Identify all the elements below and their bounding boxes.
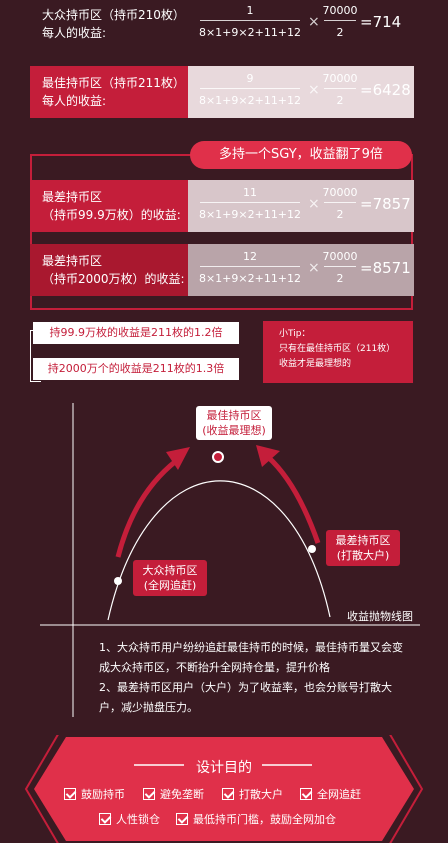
worst-point — [308, 545, 316, 553]
denominator: 2 — [336, 26, 344, 39]
tip-line: 只有在最佳持币区（211枚） — [279, 344, 396, 354]
result: =6428 — [360, 81, 411, 99]
formula: 1 8×1+9×2+11+12 × 70000 2 =714 — [188, 0, 414, 50]
multiplier-banner: 多持一个SGY，收益翻了9倍 — [190, 141, 412, 169]
mass-point — [114, 577, 122, 585]
worst-label-line2: (打散大户) — [336, 549, 390, 562]
panel-outline — [24, 735, 424, 843]
design-title: 设计目的 — [196, 760, 252, 776]
row-label-line1: 最佳持币区（持币211枚） — [42, 76, 185, 90]
goal-label: 打散大户 — [239, 788, 283, 801]
goal-label: 最低持币门槛，鼓励全网加仓 — [193, 813, 336, 826]
numerator: 1 — [246, 4, 254, 17]
denominator: 8×1+9×2+11+12 — [198, 272, 302, 285]
result: =714 — [360, 13, 402, 31]
formula: 9 8×1+9×2+11+12 × 70000 2 =6428 — [188, 66, 414, 118]
goal-label: 避免垄断 — [160, 788, 204, 801]
explain-line: 成大众持币区，不断抬升全网持仓量，提升价格 — [99, 661, 330, 674]
row-label-line2: （持币2000万枚）的收益: — [42, 272, 185, 286]
profit-curve-diagram — [40, 403, 420, 717]
check-icon — [176, 813, 188, 825]
goal-item: 全网追赶 — [300, 786, 361, 802]
row-mass: 大众持币区（持币210枚） 每人的收益: 1 8×1+9×2+11+12 × 70… — [30, 0, 414, 50]
numerator: 70000 — [322, 72, 358, 85]
denominator: 8×1+9×2+11+12 — [198, 26, 302, 39]
explanation: 1、大众持币用户纷纷追赶最佳持币的时候，最佳持币量又会变 成大众持币区，不断抬升… — [99, 638, 419, 718]
right-arrow — [266, 455, 321, 544]
row-label: 大众持币区（持币210枚） 每人的收益: — [30, 0, 188, 50]
mass-zone-label: 大众持币区 (全网追赶) — [133, 560, 207, 596]
goal-item: 最低持币门槛，鼓励全网加仓 — [176, 811, 336, 827]
best-label-line2: (收益最理想) — [202, 424, 266, 437]
goal-label: 鼓励持币 — [81, 788, 125, 801]
check-icon — [64, 788, 76, 800]
formula: 12 8×1+9×2+11+12 × 70000 2 =8571 — [188, 244, 414, 296]
row-label-line2: （持币99.9万枚）的收益: — [42, 208, 181, 222]
check-icon — [222, 788, 234, 800]
ratio-pill-2: 持2000万个的收益是211枚的1.3倍 — [33, 358, 239, 380]
explain-line: 2、最差持币区用户（大户）为了收益率，也会分账号打散大 — [99, 681, 392, 694]
goal-label: 人性锁仓 — [116, 813, 160, 826]
numerator: 11 — [243, 186, 257, 199]
check-icon — [143, 788, 155, 800]
worst-zone-label: 最差持币区 (打散大户) — [326, 530, 400, 566]
tip-line: 收益才是最理想的 — [279, 359, 352, 369]
denominator: 2 — [336, 94, 344, 107]
parabola-curve — [107, 480, 331, 621]
explain-line: 户，减少抛盘压力。 — [99, 701, 198, 714]
check-icon — [99, 813, 111, 825]
worst-label-line1: 最差持币区 — [335, 534, 391, 547]
goal-item: 人性锁仓 — [99, 811, 160, 827]
row-label-line1: 最差持币区 — [42, 254, 103, 268]
numerator: 9 — [246, 72, 254, 85]
tip-title: 小Tip： — [279, 329, 311, 339]
explain-line: 1、大众持币用户纷纷追赶最佳持币的时候，最佳持币量又会变 — [99, 641, 403, 654]
numerator: 70000 — [322, 4, 358, 17]
denominator: 2 — [336, 272, 344, 285]
denominator: 8×1+9×2+11+12 — [198, 94, 302, 107]
numerator: 70000 — [322, 186, 358, 199]
goal-item: 打散大户 — [222, 786, 283, 802]
axis-label: 收益抛物线图 — [347, 610, 413, 623]
goal-item: 避免垄断 — [143, 786, 204, 802]
denominator: 2 — [336, 208, 344, 221]
numerator: 12 — [243, 250, 257, 263]
goal-item: 鼓励持币 — [64, 786, 125, 802]
best-zone-label: 最佳持币区 (收益最理想) — [196, 406, 272, 440]
ratio-pill-1: 持99.9万枚的收益是211枚的1.2倍 — [33, 322, 239, 344]
left-arrow-head — [166, 447, 190, 470]
best-label-line1: 最佳持币区 — [206, 409, 262, 422]
row-label: 最差持币区 （持币2000万枚）的收益: — [30, 244, 188, 296]
row-label-line2: 每人的收益: — [42, 26, 107, 40]
right-arrow-head — [256, 445, 280, 467]
times-sign: × — [308, 196, 320, 212]
times-sign: × — [308, 14, 320, 30]
goal-label: 全网追赶 — [317, 788, 361, 801]
numerator: 70000 — [322, 250, 358, 263]
row-label: 最佳持币区（持币211枚） 每人的收益: — [30, 66, 188, 118]
times-sign: × — [308, 82, 320, 98]
best-point — [212, 451, 224, 463]
result: =8571 — [360, 259, 411, 277]
mass-label-line1: 大众持币区 — [142, 564, 198, 577]
denominator: 8×1+9×2+11+12 — [198, 208, 302, 221]
row-worst-1: 最差持币区 （持币99.9万枚）的收益: 11 8×1+9×2+11+12 × 7… — [30, 180, 414, 232]
row-label-line1: 最差持币区 — [42, 190, 103, 204]
tip-box: 小Tip： 只有在最佳持币区（211枚） 收益才是最理想的 — [263, 321, 413, 383]
mass-label-line2: (全网追赶) — [143, 579, 197, 592]
row-best: 最佳持币区（持币211枚） 每人的收益: 9 8×1+9×2+11+12 × 70… — [30, 66, 414, 118]
check-icon — [300, 788, 312, 800]
formula: 11 8×1+9×2+11+12 × 70000 2 =7857 — [188, 180, 414, 232]
result: =7857 — [360, 195, 411, 213]
times-sign: × — [308, 260, 320, 276]
row-label-line1: 大众持币区（持币210枚） — [42, 8, 185, 22]
row-label: 最差持币区 （持币99.9万枚）的收益: — [30, 180, 188, 232]
row-worst-2: 最差持币区 （持币2000万枚）的收益: 12 8×1+9×2+11+12 × 7… — [30, 244, 414, 296]
row-label-line2: 每人的收益: — [42, 94, 107, 108]
left-arrow — [115, 459, 178, 558]
